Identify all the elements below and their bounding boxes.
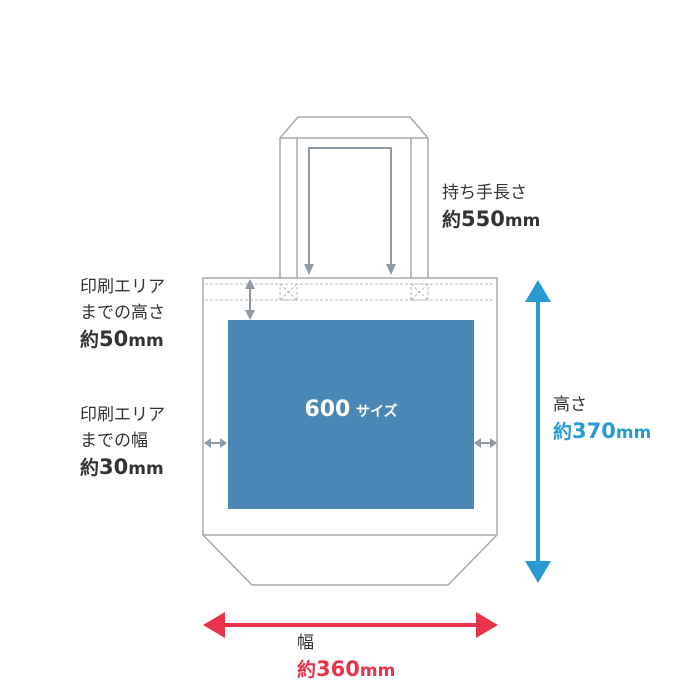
side-margin-line2: までの幅	[80, 431, 148, 451]
handle-arrowhead-right	[386, 264, 396, 275]
handle-arrowhead-left	[304, 264, 314, 275]
side-margin-approx: 約	[80, 457, 100, 479]
handle-length-unit: mm	[504, 211, 541, 231]
height-value: 370	[572, 419, 616, 443]
side-margin-label: 印刷エリア までの幅 約30mm	[80, 402, 165, 482]
top-margin-label: 印刷エリア までの高さ 約50mm	[80, 274, 165, 354]
width-label: 幅 約360mm	[297, 630, 395, 684]
top-margin-line2: までの高さ	[80, 303, 165, 323]
print-size-suffix: サイズ	[355, 404, 398, 420]
height-title: 高さ	[553, 395, 587, 415]
handle-length-label: 持ち手長さ 約550mm	[442, 180, 540, 234]
width-arrowhead-left	[203, 612, 225, 638]
height-approx: 約	[553, 421, 573, 443]
handle-attachment-left	[279, 283, 298, 301]
side-margin-value: 30	[99, 455, 129, 479]
width-approx: 約	[297, 659, 317, 681]
height-unit: mm	[615, 423, 652, 443]
width-arrowhead-right	[476, 612, 498, 638]
handle-outline	[279, 116, 429, 278]
top-margin-arrowhead-down	[245, 310, 255, 320]
width-value: 360	[316, 657, 360, 681]
width-unit: mm	[359, 661, 396, 681]
print-area-label: 600 サイズ	[228, 397, 474, 422]
top-margin-unit: mm	[128, 331, 164, 351]
print-area	[228, 320, 474, 509]
side-margin-unit: mm	[128, 459, 164, 479]
width-title: 幅	[297, 633, 314, 653]
handle-length-approx: 約	[442, 209, 462, 231]
handle-attachment-right	[410, 283, 429, 301]
side-margin-line1: 印刷エリア	[80, 405, 165, 425]
top-margin-line1: 印刷エリア	[80, 277, 165, 297]
handle-length-title: 持ち手長さ	[442, 183, 527, 203]
top-margin-arrowhead-up	[245, 279, 255, 289]
handle-length-arrow	[308, 147, 392, 268]
top-margin-approx: 約	[80, 329, 100, 351]
height-label: 高さ 約370mm	[553, 392, 651, 446]
side-margin-arrow-right	[474, 438, 497, 448]
print-size-number: 600	[304, 397, 351, 422]
top-margin-value: 50	[99, 327, 129, 351]
height-arrowhead-up	[525, 280, 551, 302]
side-margin-arrow-left	[204, 438, 227, 448]
handle-length-value: 550	[461, 207, 505, 231]
height-arrowhead-down	[525, 561, 551, 583]
